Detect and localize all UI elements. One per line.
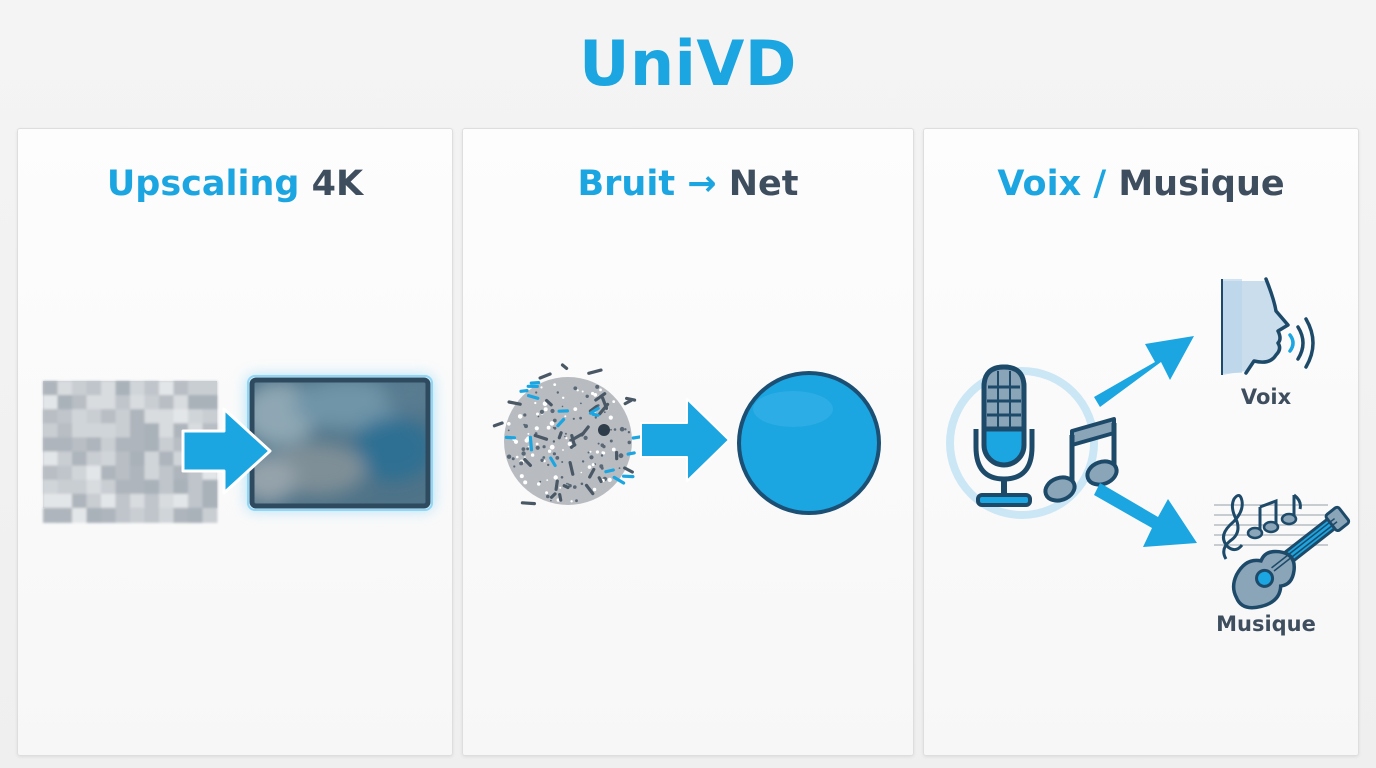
panel-voice-music: Voix / Musique bbox=[923, 128, 1359, 756]
arrow-right-icon bbox=[181, 407, 272, 495]
title-accent: Voix bbox=[997, 164, 1082, 204]
microphone-icon bbox=[973, 364, 1035, 507]
title-accent: Bruit bbox=[577, 164, 676, 204]
panel-upscaling: Upscaling 4K bbox=[17, 128, 453, 756]
voice-face-icon bbox=[1221, 277, 1315, 375]
title-dark: 4K bbox=[311, 164, 364, 204]
panel-denoise: Bruit → Net bbox=[462, 128, 914, 756]
arrow-to-music-icon bbox=[1094, 483, 1197, 547]
output-label-voice: Voix bbox=[1240, 385, 1292, 409]
upscaling-diagram bbox=[43, 375, 434, 523]
clean-circle-icon bbox=[737, 371, 881, 515]
title-arrow: → bbox=[687, 164, 717, 204]
source-ring bbox=[946, 367, 1098, 519]
title-dark: Musique bbox=[1118, 164, 1285, 204]
music-guitar-icon bbox=[1214, 493, 1351, 610]
denoise-diagram bbox=[492, 363, 881, 515]
title-accent: Upscaling bbox=[106, 164, 300, 204]
panel-title-denoise: Bruit → Net bbox=[463, 161, 913, 207]
output-label-music: Musique bbox=[1216, 612, 1316, 636]
title-dark: Net bbox=[728, 164, 799, 204]
arrow-to-voice-icon bbox=[1094, 336, 1194, 407]
music-note-icon bbox=[1043, 417, 1119, 503]
arrow-right-icon bbox=[640, 398, 730, 482]
panel-title-separation: Voix / Musique bbox=[924, 161, 1358, 207]
separation-diagram bbox=[946, 277, 1351, 610]
hd-screen bbox=[246, 375, 434, 511]
panel-title-upscaling: Upscaling 4K bbox=[18, 161, 452, 207]
app-title: UniVD bbox=[579, 27, 797, 100]
title-separator: / bbox=[1093, 164, 1107, 204]
noise-ball-icon bbox=[492, 363, 644, 506]
